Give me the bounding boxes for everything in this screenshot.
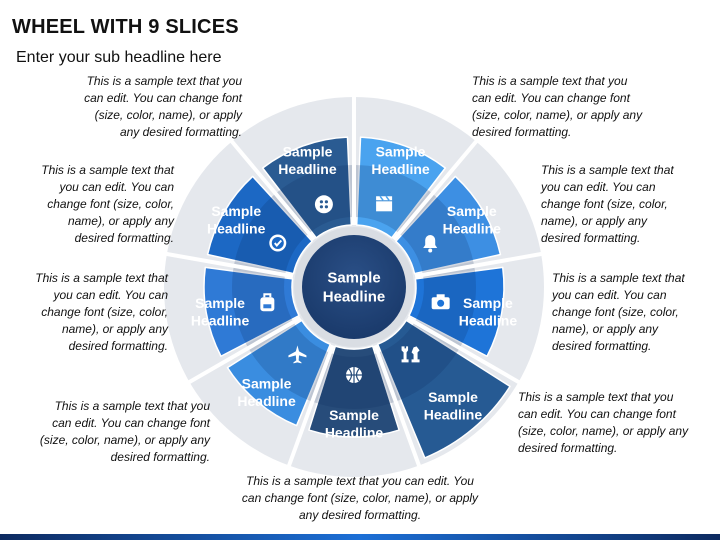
slice-label-line: Sample xyxy=(428,389,478,405)
wheel-slice-3 xyxy=(408,266,505,358)
description-middle-right: This is a sample text that you can edit.… xyxy=(552,271,685,353)
slice-divider xyxy=(283,344,335,476)
wheel-slice-2 xyxy=(395,175,502,275)
slice-label-line: Sample xyxy=(329,407,379,423)
basketball-icon xyxy=(346,367,362,383)
wheel-slice-6 xyxy=(226,319,332,427)
slice-label-line: Sample xyxy=(447,203,497,219)
wheel-slice-7 xyxy=(203,266,300,358)
slice-divider xyxy=(406,316,529,389)
wheel-slice-1 xyxy=(355,136,447,239)
footer-accent-bar xyxy=(0,534,720,540)
description-upper-right: This is a sample text that you can edit.… xyxy=(541,163,674,245)
slice-label-line: Sample xyxy=(211,203,261,219)
backpack-icon xyxy=(260,293,275,312)
description-top-right: This is a sample text that you can edit.… xyxy=(472,74,643,139)
bell-icon xyxy=(423,235,438,253)
slice-label-line: Headline xyxy=(443,221,502,237)
slice-label-line: Headline xyxy=(237,393,296,409)
slice-label-line: Sample xyxy=(376,143,426,159)
camera-icon xyxy=(431,294,450,310)
slice-label-line: Headline xyxy=(207,221,266,237)
description-lower-left: This is a sample text that you can edit.… xyxy=(39,399,210,464)
page-title: WHEEL WITH 9 SLICES xyxy=(12,16,239,38)
badge-check-icon xyxy=(269,234,287,252)
slice-divider xyxy=(414,250,552,279)
chess-icon xyxy=(401,346,420,363)
slice-divider xyxy=(223,132,316,241)
description-middle-left: This is a sample text that you can edit.… xyxy=(35,271,168,353)
slice-divider xyxy=(392,132,485,241)
button-icon xyxy=(314,195,333,214)
wheel-slice-8 xyxy=(206,175,313,275)
slice-label-line: Sample xyxy=(242,375,292,391)
slice-label-line: Headline xyxy=(371,161,430,177)
description-lower-right: This is a sample text that you can edit.… xyxy=(518,390,689,455)
wheel-slice-5 xyxy=(308,345,400,438)
description-top-left: This is a sample text that you can edit.… xyxy=(84,74,242,139)
airplane-icon xyxy=(288,345,307,364)
description-bottom: This is a sample text that you can edit.… xyxy=(241,474,479,522)
slice-label-line: Sample xyxy=(463,295,513,311)
hub-circle xyxy=(302,235,406,339)
slice-label-line: Headline xyxy=(191,312,250,328)
slice-divider xyxy=(179,316,302,389)
slice-label-line: Headline xyxy=(278,161,337,177)
hub-label-line: Headline xyxy=(323,288,386,305)
slice-label-line: Headline xyxy=(325,425,384,441)
description-upper-left: This is a sample text that you can edit.… xyxy=(41,163,174,245)
slice-label-line: Headline xyxy=(459,312,518,328)
clapperboard-icon xyxy=(376,195,393,212)
slice-label-line: Sample xyxy=(283,143,333,159)
slice-label-line: Headline xyxy=(424,407,483,423)
slice-divider xyxy=(373,344,425,476)
slice-divider xyxy=(156,250,294,279)
slice-label-line: Sample xyxy=(195,295,245,311)
page-subtitle: Enter your sub headline here xyxy=(16,49,222,66)
wheel-slice-4 xyxy=(376,319,511,459)
wheel-slice-9 xyxy=(261,136,353,239)
hub-label-line: Sample xyxy=(327,270,380,287)
